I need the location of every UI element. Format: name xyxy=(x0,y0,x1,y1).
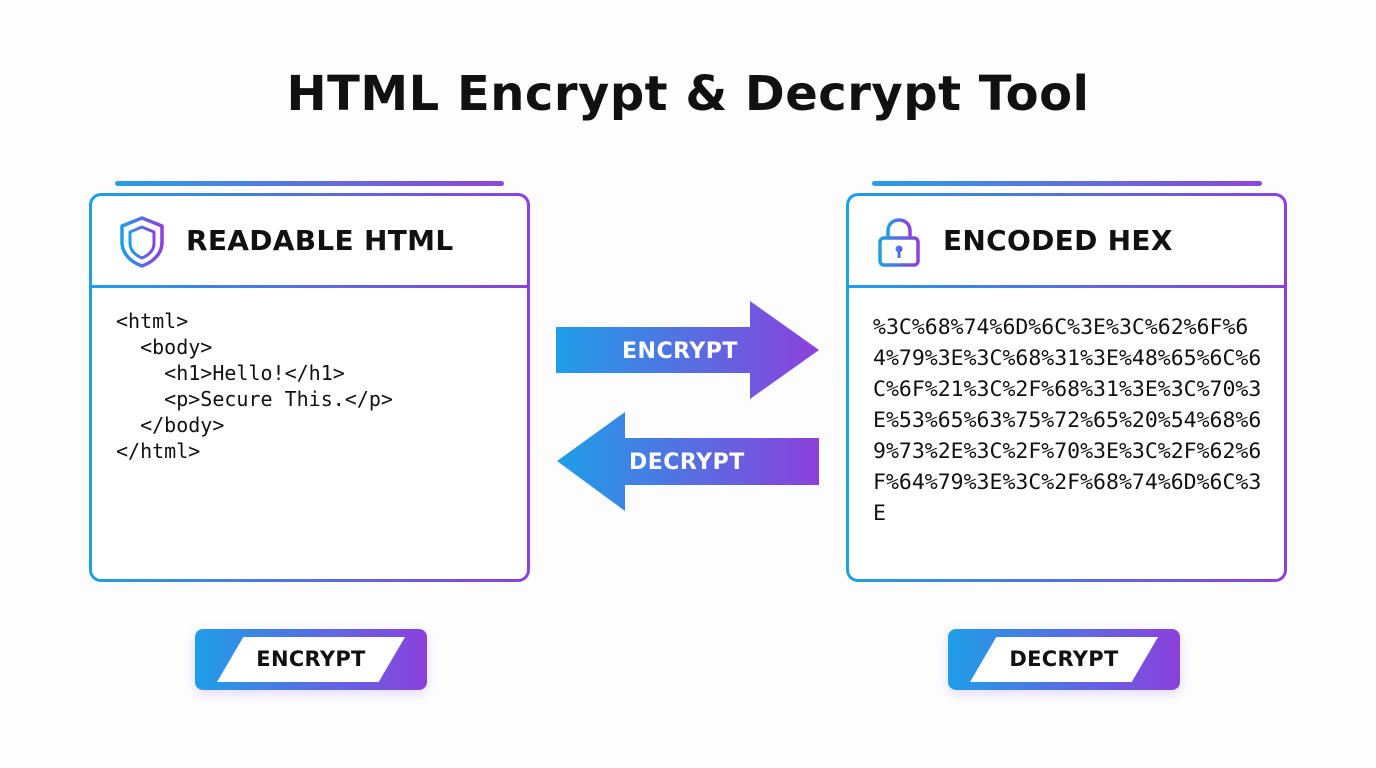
decrypt-button[interactable]: DECRYPT xyxy=(948,629,1180,690)
panel-heading: ENCODED HEX xyxy=(943,224,1173,257)
hex-output[interactable]: %3C%68%74%6D%6C%3E%3C%62%6F%64%79%3E%3C%… xyxy=(873,315,1262,526)
right-panel-accent-bar xyxy=(872,181,1262,186)
panel-heading: READABLE HTML xyxy=(186,224,454,257)
decrypt-button-label: DECRYPT xyxy=(1009,647,1119,671)
html-input[interactable]: <html> <body> <h1>Hello!</h1> <p>Secure … xyxy=(116,309,393,463)
decrypt-arrow-label: DECRYPT xyxy=(629,450,745,475)
shield-icon xyxy=(120,216,164,268)
encrypt-button[interactable]: ENCRYPT xyxy=(195,629,427,690)
page-title: HTML Encrypt & Decrypt Tool xyxy=(286,66,1090,122)
encrypt-button-label: ENCRYPT xyxy=(256,647,366,671)
left-panel-accent-bar xyxy=(115,181,504,186)
readable-html-panel: READABLE HTML <html> <body> <h1>Hello!</… xyxy=(89,193,530,582)
lock-icon xyxy=(878,218,920,267)
left-arrow-icon xyxy=(557,412,819,511)
panel-header: READABLE HTML xyxy=(92,196,527,288)
encrypt-arrow-label: ENCRYPT xyxy=(622,339,738,364)
encoded-hex-panel: ENCODED HEX %3C%68%74%6D%6C%3E%3C%62%6F%… xyxy=(846,193,1287,582)
right-arrow-icon xyxy=(556,301,819,399)
panel-header: ENCODED HEX xyxy=(849,196,1284,288)
